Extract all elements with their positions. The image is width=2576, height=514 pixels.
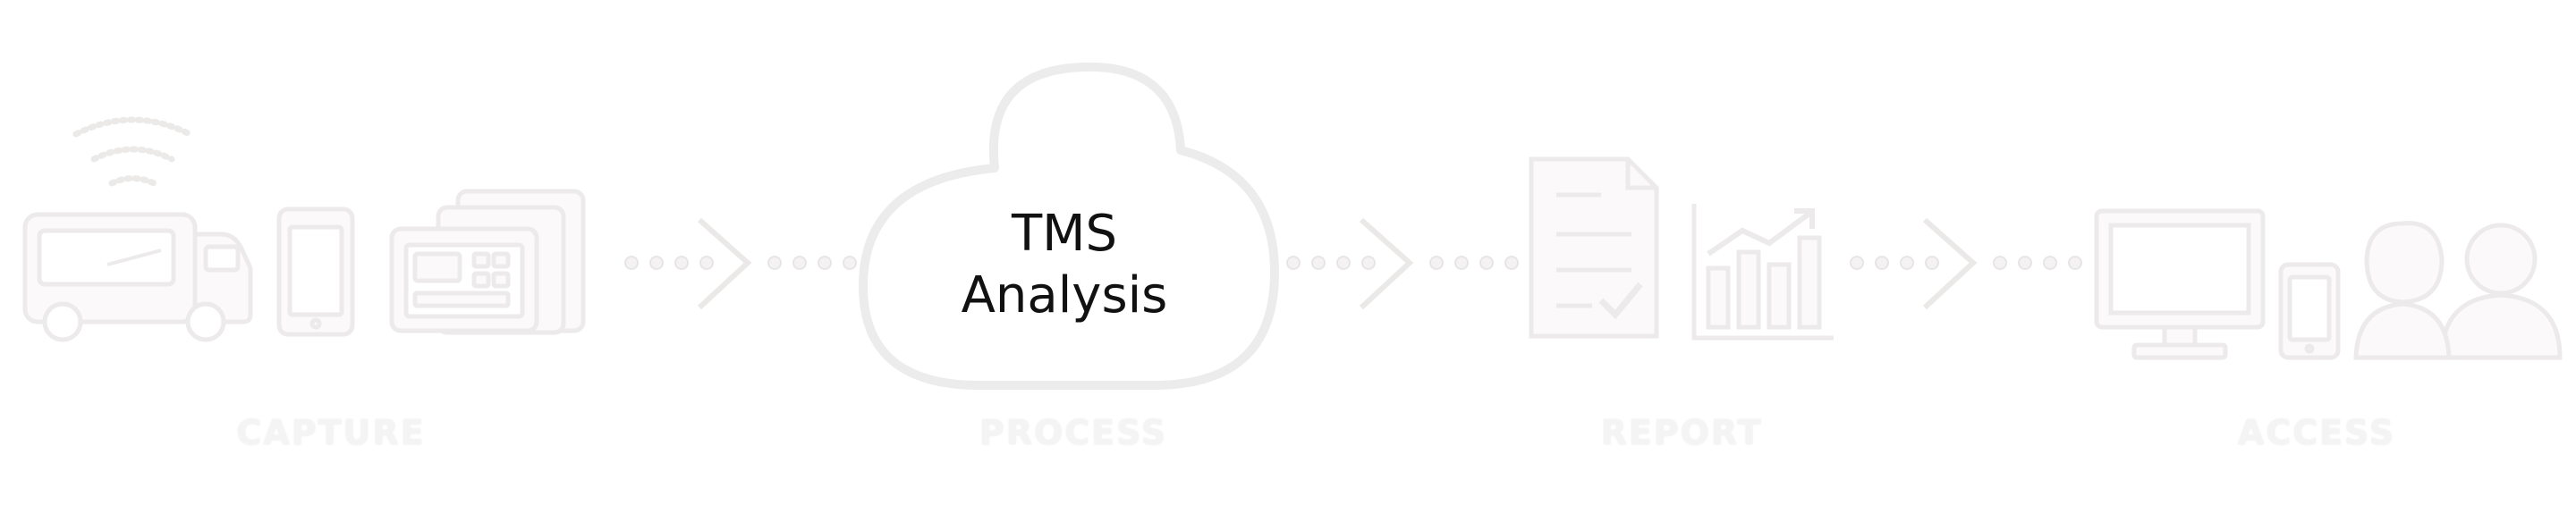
bar-chart-icon (1691, 204, 1834, 341)
phone-icon (276, 206, 355, 337)
truck-icon (22, 212, 253, 342)
stage-label-capture: CAPTURE (236, 413, 426, 452)
dotted-arrow-icon (1286, 217, 1519, 310)
dotted-arrow-icon (1850, 217, 2082, 310)
monitor-icon (2094, 208, 2266, 360)
phone-icon (2278, 262, 2341, 360)
cloud-title-line1: TMS (1011, 205, 1118, 263)
document-check-icon (1529, 156, 1659, 339)
users-icon (2353, 221, 2563, 360)
stage-label-access: ACCESS (2237, 413, 2396, 452)
cloud-icon (859, 62, 1279, 390)
stage-label-report: REPORT (1600, 413, 1763, 452)
cloud-title-line2: Analysis (961, 266, 1168, 324)
stage-label-process: PROCESS (979, 413, 1168, 452)
wifi-signal-icon (72, 116, 193, 187)
tablet-stack-icon (389, 189, 586, 335)
dotted-arrow-icon (624, 217, 857, 310)
